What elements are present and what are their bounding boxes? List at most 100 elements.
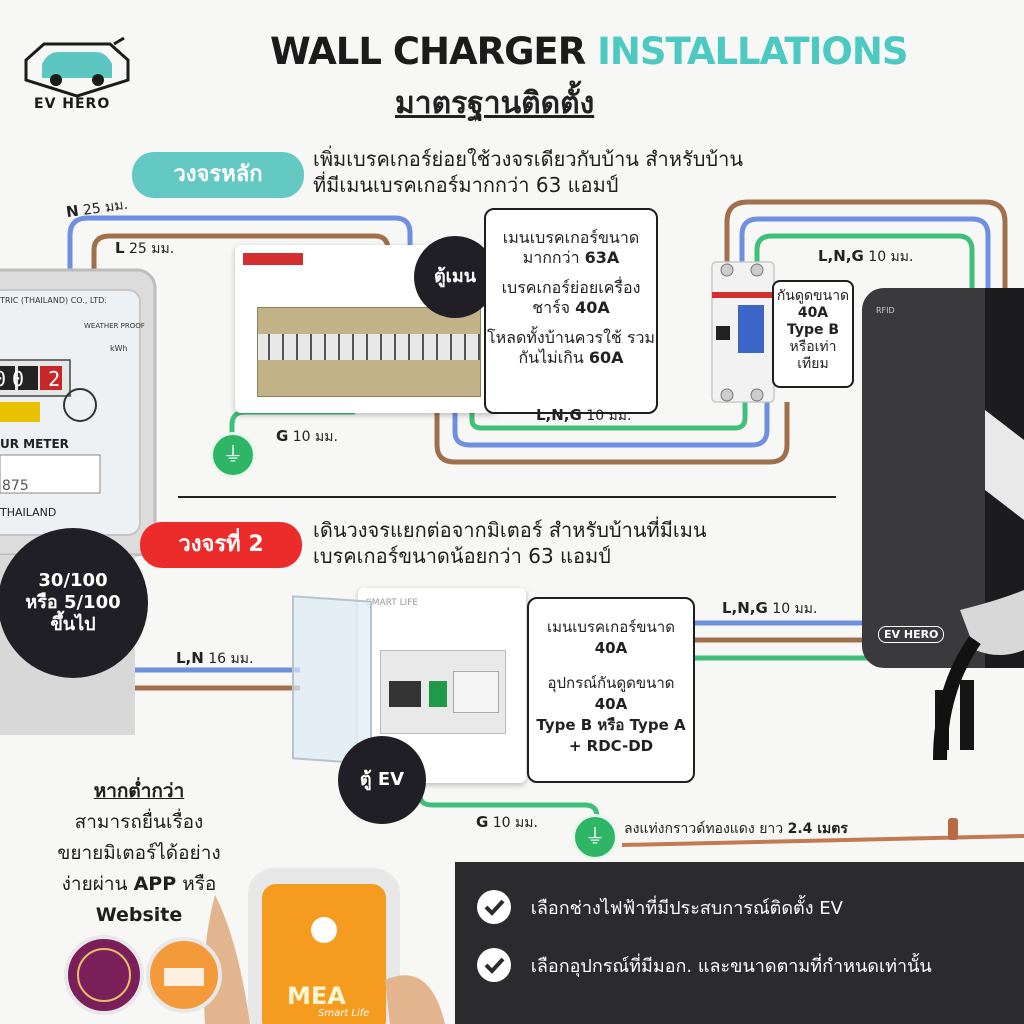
rcd-info-value: 40A: [797, 305, 829, 321]
ev-info-1-value: 40A: [594, 639, 628, 657]
wire-label-g-two-size: 10 มม.: [492, 815, 538, 831]
ev-info-2-text: อุปกรณ์กันดูดขนาด: [547, 674, 675, 692]
wire-label-lng-top-code: L,N,G: [818, 247, 864, 265]
wire-ground-rcd-charger: [754, 233, 975, 300]
wire-label-lng-main-size: 10 มม.: [586, 408, 632, 424]
wire-label-lng-two-code: L,N,G: [722, 599, 768, 617]
wire-label-lng-two-size: 10 มม.: [772, 601, 818, 617]
main-panel-label: ตู้เมน: [414, 236, 496, 318]
ev-info-box: เมนเบรคเกอร์ขนาด 40A อุปกรณ์กันดูดขนาด 4…: [527, 597, 695, 783]
main-breaker-panel: [235, 245, 497, 413]
wire-label-lng-top: L,N,G 10 มม.: [818, 246, 913, 268]
ev-info-2-value: 40A: [594, 695, 628, 713]
circuit-main-desc-line2: ที่มีเมนเบรคเกอร์มากกว่า 63 แอมป์: [313, 173, 619, 197]
main-info-1-text: เมนเบรคเกอร์ขนาด มากกว่า: [502, 228, 640, 267]
ev-info-2-type: Type B หรือ Type A + RDC-DD: [536, 716, 686, 755]
checklist-item-2: เลือกอุปกรณ์ที่มีมอก. และขนาดตามที่กำหนด…: [477, 948, 932, 982]
title-part-2: INSTALLATIONS: [597, 30, 908, 73]
wire-label-g-two-code: G: [476, 813, 489, 831]
circuit-main-desc-line1: เพิ่มเบรคเกอร์ย่อยใช้วงจรเดียวกับบ้าน สำ…: [313, 147, 743, 171]
circuit-two-label: วงจรที่ 2: [140, 522, 302, 568]
circuit-two-desc-line1: เดินวงจรแยกต่อจากมิเตอร์ สำหรับบ้านที่มี…: [313, 518, 707, 542]
ground-rod-label: ลงแท่งกราวด์ทองแดง ยาว 2.4 เมตร: [624, 818, 848, 840]
wire-label-lng-main: L,N,G 10 มม.: [536, 405, 631, 427]
main-info-box: เมนเบรคเกอร์ขนาด มากกว่า 63A เบรคเกอร์ย่…: [484, 208, 658, 414]
meter-label: UR METER: [0, 437, 69, 451]
note-website: Website: [95, 904, 183, 926]
checklist-panel: เลือกช่างไฟฟ้าที่มีประสบการณ์ติดตั้ง EV …: [455, 862, 1024, 1024]
wire-label-l-size: 25 มม.: [129, 241, 175, 257]
wire-label-l: L 25 มม.: [115, 238, 174, 260]
note-line3: ง่ายผ่าน APP หรือ: [30, 869, 248, 900]
wire-neutral-panel-rcd: [452, 402, 770, 448]
title-part-1: WALL CHARGER: [270, 30, 586, 73]
note-heading: หากต่ำกว่า: [93, 780, 185, 802]
charger-rfid: RFID: [876, 306, 895, 315]
ev-sub-breakers: [453, 671, 499, 713]
circuit-main-description: เพิ่มเบรคเกอร์ย่อยใช้วงจรเดียวกับบ้าน สำ…: [313, 146, 743, 198]
panel-breakers: [258, 334, 480, 360]
ground-icon-main: ⏚: [210, 432, 256, 478]
ground-rod-clamp: [948, 818, 958, 840]
wire-label-ln-code: L,N: [176, 649, 204, 667]
main-info-2-value: 40A: [575, 298, 610, 317]
meter-weather: WEATHER PROOF: [84, 322, 145, 330]
ground-icon-ev: ⏚: [572, 814, 618, 860]
wire-ground-panel-rcd: [469, 402, 748, 431]
charger-brand: EV HERO: [878, 626, 945, 643]
phone-app-sub: Smart Life: [318, 1008, 370, 1019]
ev-panel-brand: SMART LIFE: [366, 598, 419, 608]
rcd-info-type: Type B: [786, 322, 840, 338]
wire-label-lng-main-code: L,N,G: [536, 406, 582, 424]
rcd-info-text1: กันดูดขนาด: [776, 288, 850, 304]
wire-label-n-size: 25 มม.: [82, 196, 129, 219]
note-line2: ขยายมิเตอร์ได้อย่าง: [57, 842, 221, 864]
ev-panel-door: [292, 595, 372, 765]
circuit-two-desc-line2: เบรคเกอร์ขนาดน้อยกว่า 63 แอมป์: [313, 544, 611, 568]
wire-label-l-code: L: [115, 239, 125, 257]
wire-ground-ev-rod: [417, 794, 600, 825]
circuit-two-description: เดินวงจรแยกต่อจากมิเตอร์ สำหรับบ้านที่มี…: [313, 517, 707, 569]
ev-info-1-text: เมนเบรคเกอร์ขนาด: [547, 618, 675, 636]
wire-label-ln-size: 16 มม.: [208, 651, 254, 667]
ev-rcd-switch: [429, 681, 447, 707]
wire-label-lng-two: L,N,G 10 มม.: [722, 598, 817, 620]
meter-rating-line2: หรือ 5/100: [25, 592, 121, 613]
ground-rod-value: 2.4 เมตร: [787, 821, 848, 837]
rcd-info-box: กันดูดขนาด 40A Type B หรือเท่า เทียม: [772, 280, 854, 388]
ev-panel-label: ตู้ EV: [338, 736, 426, 824]
phone-app-name: MEA: [287, 982, 346, 1010]
circuit-main-label: วงจรหลัก: [132, 152, 304, 198]
wire-label-lng-top-size: 10 มม.: [868, 249, 914, 265]
main-info-2: เบรคเกอร์ย่อยเครื่อง ชาร์จ 40A: [486, 278, 656, 318]
panel-breaker-row: [257, 307, 481, 397]
main-info-1: เมนเบรคเกอร์ขนาด มากกว่า 63A: [486, 228, 656, 268]
check-icon: [477, 948, 511, 982]
ev-panel-breakers: [380, 650, 506, 734]
wire-line-panel-rcd: [434, 402, 790, 465]
wire-label-g-main-size: 10 มม.: [292, 429, 338, 445]
meter-unit: kWh: [110, 344, 128, 353]
meter-country: THAILAND: [0, 506, 57, 519]
page-title: WALL CHARGER INSTALLATIONS: [270, 30, 908, 73]
main-info-2-text: เบรคเกอร์ย่อยเครื่อง ชาร์จ: [501, 278, 641, 317]
meter-rating-line1: 30/100: [38, 570, 108, 591]
main-info-3: โหลดทั้งบ้านควรใช้ รวมกันไม่เกิน 60A: [486, 328, 656, 368]
note-line1: สามารถยื่นเรื่อง: [74, 811, 204, 833]
meter-upgrade-note: หากต่ำกว่า สามารถยื่นเรื่อง ขยายมิเตอร์ไ…: [30, 776, 248, 931]
ground-rod-text: ลงแท่งกราวด์ทองแดง ยาว: [624, 821, 784, 837]
wire-label-g-main: G 10 มม.: [276, 426, 338, 448]
check-icon: [477, 890, 511, 924]
meter-reading: 875: [2, 478, 29, 494]
page-subtitle: มาตรฐานติดตั้ง: [395, 86, 595, 121]
wire-neutral-rcd-charger: [739, 216, 991, 300]
main-info-1-value: 63A: [584, 248, 620, 267]
note-or: หรือ: [182, 873, 217, 895]
checklist-item-2-text: เลือกอุปกรณ์ที่มีมอก. และขนาดตามที่กำหนด…: [530, 955, 932, 977]
ev-hero-logo: [24, 36, 130, 98]
wire-label-ln: L,N 16 มม.: [176, 648, 253, 670]
wire-neutral-main: [67, 215, 413, 300]
meter-rating-line3: ขึ้นไป: [50, 614, 96, 635]
meter-maker: TRIC (THAILAND) CO., LTD.: [0, 296, 107, 305]
